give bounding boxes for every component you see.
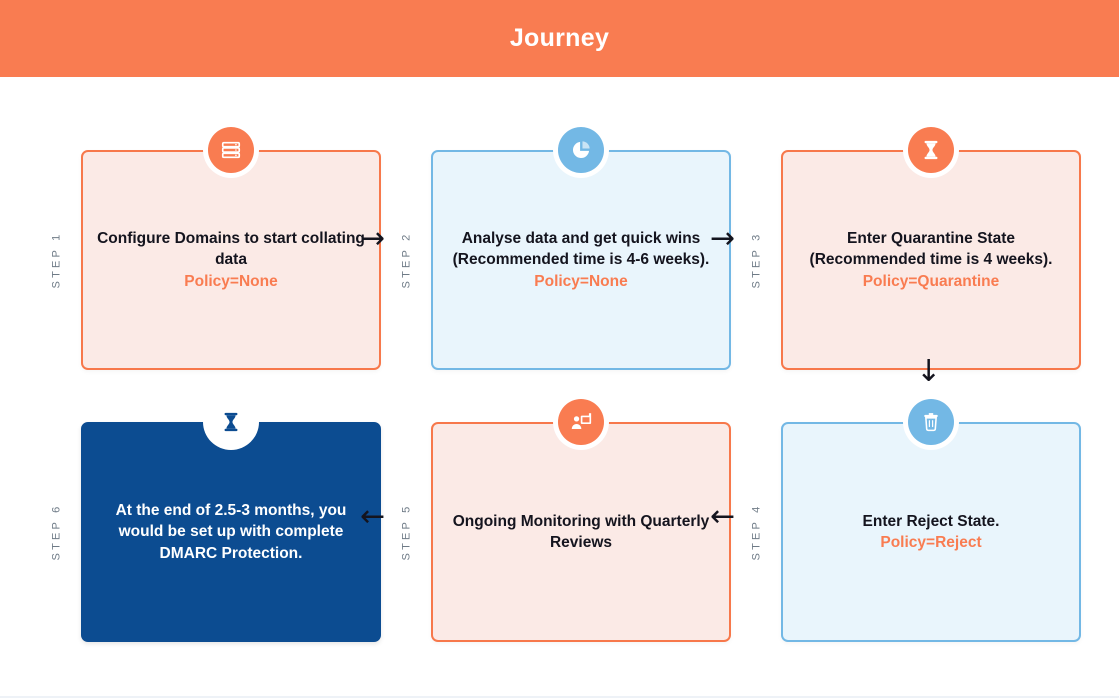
diagram-canvas: STEP 1 Configure Domains to start collat… — [0, 77, 1119, 696]
arrow-step5-to-step6: ← — [360, 499, 386, 534]
arrow-step2-to-step3: → — [710, 221, 736, 256]
page-title: Journey — [509, 24, 610, 52]
step-badge-1 — [203, 122, 259, 178]
step-card-4-text: Enter Reject State. Policy=Reject — [863, 511, 1000, 553]
step-card-6-text: At the end of 2.5-3 months, you would be… — [97, 500, 365, 563]
step-card-5-title: Ongoing Monitoring with Quarterly Review… — [452, 512, 710, 551]
step-card-4-policy: Policy=Reject — [880, 534, 982, 551]
step-cell-2: STEP 2 Analyse data and get quick wins (… — [400, 122, 731, 370]
trash-bin-icon — [908, 399, 954, 445]
step-label-1: STEP 1 — [45, 150, 67, 370]
step-label-6: STEP 6 — [45, 422, 67, 642]
step-label-3-text: STEP 3 — [750, 231, 762, 289]
step-card-1-policy: Policy=None — [184, 272, 278, 290]
step-card-2-title: Analyse data and get quick wins (Recomme… — [452, 230, 710, 269]
step-cell-3: STEP 3 Enter Quarantine State (Recommend… — [750, 122, 1081, 370]
step-card-1-text: Configure Domains to start collating dat… — [97, 228, 365, 291]
step-card-3-title: Enter Quarantine State (Recommended time… — [809, 230, 1053, 269]
page-header-banner: Journey — [0, 0, 1119, 77]
server-stack-icon — [208, 127, 254, 173]
step-label-6-text: STEP 6 — [50, 503, 62, 561]
step-card-6-title: At the end of 2.5-3 months, you would be… — [115, 502, 347, 562]
step-card-2-policy: Policy=None — [534, 272, 628, 290]
pie-chart-icon — [558, 127, 604, 173]
step-cell-4: STEP 4 Enter Reject State. Policy=Reject — [750, 394, 1081, 642]
step-card-4-title: Enter Reject State. — [862, 512, 1000, 530]
step-card-2[interactable]: Analyse data and get quick wins (Recomme… — [431, 150, 731, 370]
step-cell-6: STEP 6 At the end of 2.5-3 months, you w… — [50, 394, 381, 642]
step-card-3-policy: Policy=Quarantine — [862, 272, 1000, 290]
step-cell-5: STEP 5 Ongoing Monitoring with Quarterly… — [400, 394, 731, 642]
step-card-5[interactable]: Ongoing Monitoring with Quarterly Review… — [431, 422, 731, 642]
step-label-2-text: STEP 2 — [400, 231, 412, 289]
step-card-1-title: Configure Domains to start collating dat… — [97, 230, 365, 269]
step-badge-3 — [903, 122, 959, 178]
step-card-1[interactable]: Configure Domains to start collating dat… — [81, 150, 381, 370]
hourglass-icon — [208, 399, 254, 445]
step-badge-4 — [903, 394, 959, 450]
arrow-step4-to-step5: ← — [710, 499, 736, 534]
step-label-5-text: STEP 5 — [400, 503, 412, 561]
step-badge-5 — [553, 394, 609, 450]
step-cell-1: STEP 1 Configure Domains to start collat… — [50, 122, 381, 370]
step-label-4-text: STEP 4 — [750, 503, 762, 561]
step-card-3[interactable]: Enter Quarantine State (Recommended time… — [781, 150, 1081, 370]
arrow-step1-to-step2: → — [360, 221, 386, 256]
step-label-2: STEP 2 — [395, 150, 417, 370]
arrow-step3-to-step4: ↓ — [916, 354, 942, 389]
hourglass-icon — [908, 127, 954, 173]
step-label-1-text: STEP 1 — [50, 231, 62, 289]
step-label-3: STEP 3 — [745, 150, 767, 370]
presentation-person-icon — [558, 399, 604, 445]
step-card-4[interactable]: Enter Reject State. Policy=Reject — [781, 422, 1081, 642]
step-badge-2 — [553, 122, 609, 178]
step-card-3-text: Enter Quarantine State (Recommended time… — [797, 228, 1065, 291]
step-card-5-text: Ongoing Monitoring with Quarterly Review… — [447, 511, 715, 553]
step-badge-6 — [203, 394, 259, 450]
step-card-6[interactable]: At the end of 2.5-3 months, you would be… — [81, 422, 381, 642]
step-label-4: STEP 4 — [745, 422, 767, 642]
step-label-5: STEP 5 — [395, 422, 417, 642]
step-card-2-text: Analyse data and get quick wins (Recomme… — [447, 228, 715, 291]
